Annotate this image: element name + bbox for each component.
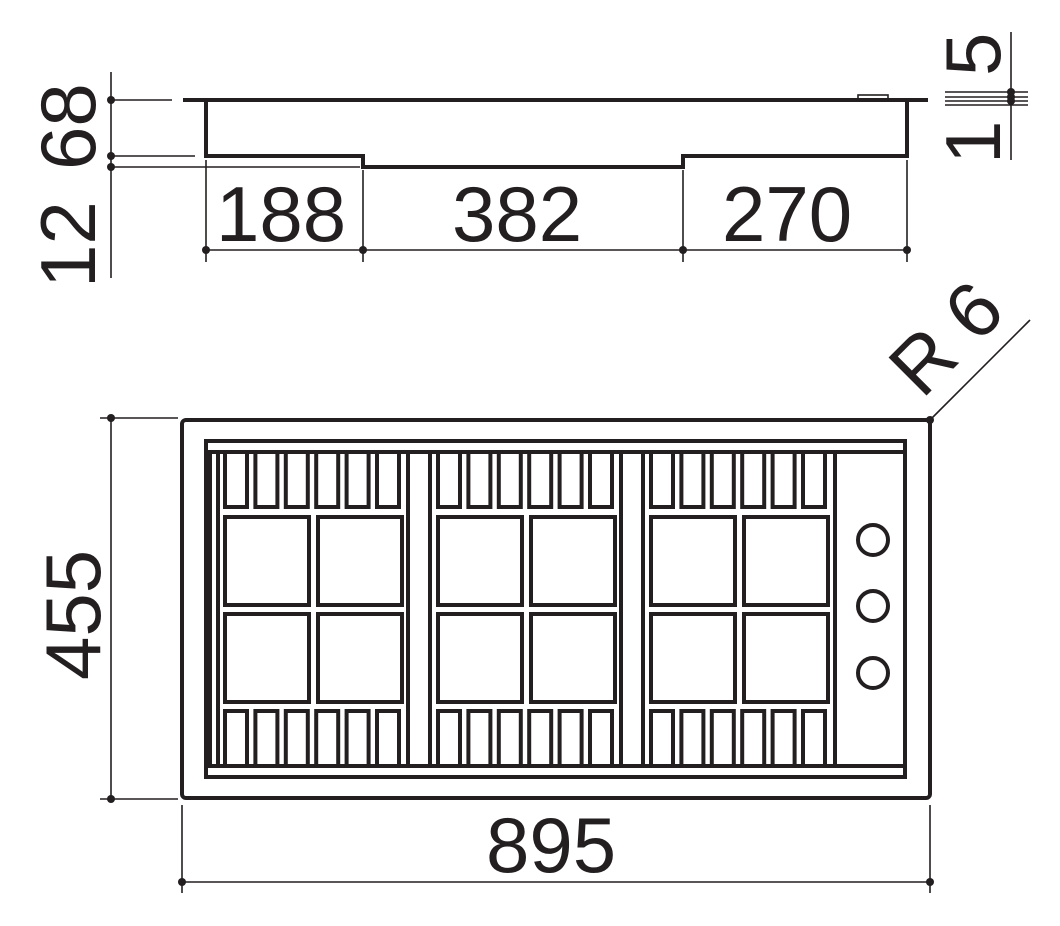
plan-view: 455 895 R 6	[29, 264, 1031, 893]
grate-slot-top	[375, 450, 401, 509]
dim-label-270: 270	[722, 170, 852, 258]
grate-square	[742, 612, 830, 704]
grate-slot-top	[709, 450, 736, 509]
grate-slot-bottom	[527, 709, 554, 768]
knob-group	[856, 523, 890, 690]
grate-square	[649, 612, 737, 704]
grate-slot-top	[679, 450, 706, 509]
grate-slot-top	[466, 450, 493, 509]
grate-slot-bottom	[709, 709, 736, 768]
grate-group	[223, 450, 830, 768]
grate-square	[529, 612, 617, 704]
grate-square	[436, 612, 524, 704]
grate-slot-bottom	[466, 709, 493, 768]
grate-slot-top	[527, 450, 554, 509]
side-control-bump	[857, 94, 889, 101]
dim-dot	[107, 96, 115, 104]
grate-slot-bottom	[375, 709, 401, 768]
grate-slot-bottom	[314, 709, 341, 768]
dim-dot	[107, 795, 115, 803]
dim-dot	[1007, 97, 1015, 105]
grate-divider-bar	[406, 450, 432, 768]
dim-label-68: 68	[24, 83, 112, 170]
dim-dot	[202, 246, 210, 254]
grate-slot-top	[496, 450, 523, 509]
dim-label-12: 12	[24, 201, 112, 288]
dim-label-455: 455	[29, 550, 117, 680]
dim-label-1: 1	[929, 121, 1017, 164]
grate-divider-bar	[619, 450, 645, 768]
grate-slot-top	[557, 450, 584, 509]
grate-square	[529, 515, 617, 607]
grate-slot-bottom	[770, 709, 797, 768]
dim-dot	[926, 416, 934, 424]
knob-icon[interactable]	[856, 523, 890, 557]
grate-square	[436, 515, 524, 607]
grate-slot-bottom	[557, 709, 584, 768]
dim-label-188: 188	[216, 170, 346, 258]
dim-dot	[107, 163, 115, 171]
grate-square	[649, 515, 737, 607]
dim-dot	[178, 878, 186, 886]
grate-slot-bottom	[801, 709, 827, 768]
dim-dot	[903, 246, 911, 254]
grate-slot-top	[770, 450, 797, 509]
grate-slot-top	[436, 450, 462, 509]
dim-label-radius: R 6	[872, 264, 1020, 412]
grate-slot-top	[801, 450, 827, 509]
hob-outer-frame	[180, 418, 932, 800]
dim-label-382: 382	[452, 170, 582, 258]
grate-slot-top	[283, 450, 310, 509]
grate-slot-top	[740, 450, 767, 509]
grate-slot-top	[314, 450, 341, 509]
grate-slot-bottom	[283, 709, 310, 768]
grate-slot-bottom	[740, 709, 767, 768]
grate-square	[316, 612, 404, 704]
grate-slot-top	[588, 450, 614, 509]
hob-inner-frame	[204, 439, 907, 779]
grate-slot-top	[344, 450, 371, 509]
dim-dot	[359, 246, 367, 254]
grate-slot-bottom	[649, 709, 675, 768]
dim-label-5: 5	[929, 33, 1017, 76]
grate-square	[223, 515, 311, 607]
side-view: 68 12 188 382 270 5 1	[24, 32, 1028, 288]
grate-slot-bottom	[253, 709, 280, 768]
grate-slot-top	[223, 450, 249, 509]
dim-dot	[926, 878, 934, 886]
grate-slot-top	[253, 450, 280, 509]
dim-label-895: 895	[486, 801, 616, 889]
grate-slot-bottom	[588, 709, 614, 768]
grate-slot-top	[649, 450, 675, 509]
grate-square	[316, 515, 404, 607]
grate-slot-bottom	[436, 709, 462, 768]
grate-slot-bottom	[223, 709, 249, 768]
knob-icon[interactable]	[856, 656, 890, 690]
grate-edge-strip	[208, 450, 220, 768]
grate-slot-bottom	[496, 709, 523, 768]
dim-dot	[107, 414, 115, 422]
side-profile-body	[204, 100, 909, 169]
radius-leader	[929, 319, 1031, 421]
dim-dot	[679, 246, 687, 254]
dim-dot	[107, 152, 115, 160]
grate-square	[742, 515, 830, 607]
grate-slot-bottom	[679, 709, 706, 768]
knob-icon[interactable]	[856, 589, 890, 623]
grate-square	[223, 612, 311, 704]
grate-slot-bottom	[344, 709, 371, 768]
